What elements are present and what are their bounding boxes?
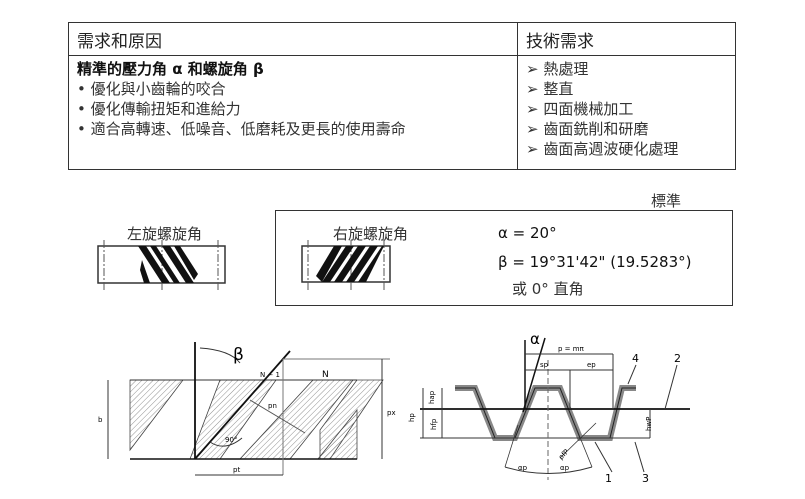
pt-label: pt bbox=[233, 466, 240, 474]
tech-item: ➢ 四面機械加工 bbox=[526, 100, 634, 118]
reasons-title: 精準的壓力角 α 和螺旋角 β bbox=[77, 60, 264, 78]
tech-item: ➢ 熱處理 bbox=[526, 60, 589, 78]
alpha-label: α bbox=[530, 330, 540, 348]
requirements-table: 需求和原因 技術需求 精準的壓力角 α 和螺旋角 β • 優化與小齒輪的咬合 •… bbox=[68, 22, 736, 170]
alt-value: 或 0° 直角 bbox=[512, 280, 584, 298]
arrow-icon: ➢ bbox=[526, 100, 539, 118]
ep-label: ep bbox=[587, 361, 596, 369]
hatched-teeth bbox=[129, 379, 384, 460]
n-label: N bbox=[322, 370, 329, 380]
n-minus-1-label: N − 1 bbox=[260, 371, 280, 379]
arrow-icon: ➢ bbox=[526, 80, 539, 98]
standard-box bbox=[275, 210, 733, 306]
pn-label: pn bbox=[268, 402, 277, 410]
reason-item: • 適合高轉速、低噪音、低磨耗及更長的使用壽命 bbox=[77, 120, 406, 138]
tech-item: ➢ 整直 bbox=[526, 80, 574, 98]
arrow-icon: ➢ bbox=[526, 120, 539, 138]
angle-90-label: 90° bbox=[225, 436, 237, 444]
px-label: px bbox=[387, 409, 396, 417]
arrow-icon: ➢ bbox=[526, 60, 539, 78]
left-helix-rack bbox=[97, 240, 226, 290]
right-helix-label: 右旋螺旋角 bbox=[333, 225, 409, 243]
tech-item: ➢ 齒面高週波硬化處理 bbox=[526, 140, 679, 158]
hfp-label: hfp bbox=[430, 418, 438, 430]
alpha-p-left-label: αp bbox=[518, 464, 528, 472]
helix-rack-figures bbox=[97, 240, 391, 290]
arrow-icon: ➢ bbox=[526, 140, 539, 158]
standard-label: 標準 bbox=[651, 192, 682, 210]
beta-value: β = 19°31'42" (19.5283°) bbox=[498, 253, 692, 271]
col1-header: 需求和原因 bbox=[68, 22, 518, 56]
beta-label: β bbox=[233, 345, 244, 365]
tech-cell: ➢ 熱處理 ➢ 整直 ➢ 四面機械加工 ➢ 齒面銑削和研磨 ➢ 齒面高週波硬化處… bbox=[517, 55, 736, 170]
reason-item: • 優化傳輸扭矩和進給力 bbox=[77, 100, 241, 118]
callout-3: 3 bbox=[642, 472, 649, 485]
hap-label: hap bbox=[428, 390, 436, 404]
callout-4: 4 bbox=[632, 352, 639, 365]
reasons-cell: 精準的壓力角 α 和螺旋角 β • 優化與小齒輪的咬合 • 優化傳輸扭矩和進給力… bbox=[68, 55, 518, 170]
helix-pitch-diagram: β N − 1 N pn 90° pt px b bbox=[98, 342, 396, 476]
tooth-profile bbox=[455, 385, 636, 441]
sp-label: sp bbox=[540, 361, 549, 369]
alpha-value: α = 20° bbox=[498, 224, 557, 242]
hp-label: hp bbox=[408, 413, 416, 422]
hwp-label: hwP bbox=[645, 417, 653, 431]
tooth-profile-diagram: α p = mπ sp ep hap hfp hp hwP ρfP αp αp … bbox=[408, 330, 690, 485]
callout-1: 1 bbox=[605, 472, 612, 485]
right-helix-rack bbox=[301, 240, 391, 290]
pitch-label: p = mπ bbox=[558, 345, 585, 353]
col2-header: 技術需求 bbox=[517, 22, 736, 56]
reason-item: • 優化與小齒輪的咬合 bbox=[77, 80, 226, 98]
alpha-p-right-label: αp bbox=[560, 464, 570, 472]
height-label: b bbox=[98, 416, 103, 424]
tech-item: ➢ 齒面銑削和研磨 bbox=[526, 120, 649, 138]
left-helix-label: 左旋螺旋角 bbox=[127, 225, 203, 243]
callout-2: 2 bbox=[674, 352, 681, 365]
